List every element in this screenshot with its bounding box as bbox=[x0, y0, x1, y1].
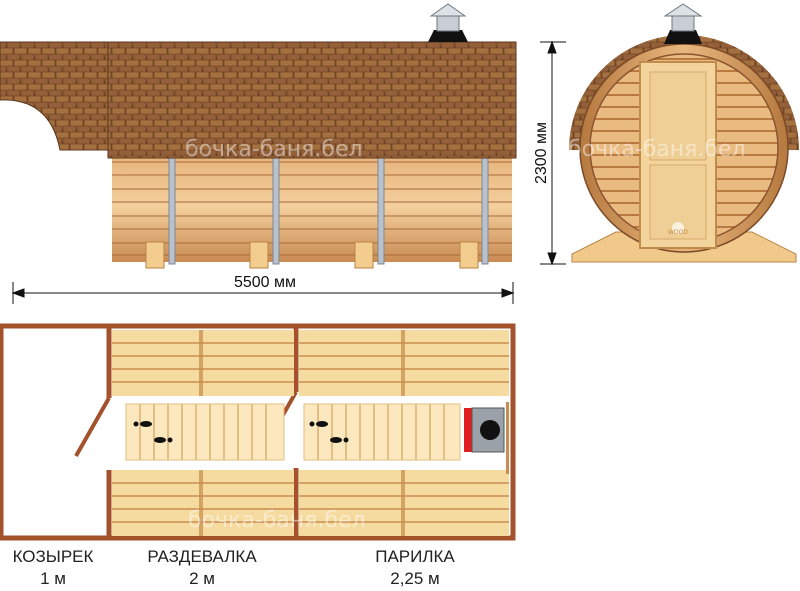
shingle-roof bbox=[0, 41, 517, 159]
canopy-door bbox=[74, 397, 111, 457]
front-view: WOOD бочка-баня.бел bbox=[568, 3, 799, 263]
log-stripes bbox=[112, 161, 512, 256]
room-label-dressing: РАЗДЕВАЛКА 2 м bbox=[120, 546, 284, 590]
footprints-icon bbox=[133, 421, 173, 443]
door-logo bbox=[672, 222, 684, 234]
room-size: 2 м bbox=[189, 569, 215, 588]
length-label: 5500 мм bbox=[234, 274, 296, 291]
watermark-front: бочка-баня.бел bbox=[568, 137, 746, 162]
footprints-icon-2 bbox=[309, 421, 349, 443]
room-size: 2,25 м bbox=[390, 569, 440, 588]
door-logo-text: WOOD bbox=[668, 229, 688, 236]
room-name: КОЗЫРЕК bbox=[12, 547, 94, 566]
front-chimney bbox=[663, 3, 703, 44]
room-label-steam: ПАРИЛКА 2,25 м bbox=[340, 546, 490, 590]
outer-wall bbox=[0, 323, 516, 541]
floor-plan: бочка-баня.бел bbox=[0, 323, 516, 541]
stove-icon bbox=[464, 402, 509, 474]
door-panel-top bbox=[649, 71, 707, 161]
length-dimension bbox=[11, 282, 515, 304]
watermark-side: бочка-баня.бел bbox=[185, 137, 363, 162]
dressing-benches bbox=[112, 330, 294, 536]
watermark-plan: бочка-баня.бел bbox=[188, 508, 366, 533]
height-label: 2300 мм bbox=[533, 122, 550, 184]
barrel-body bbox=[112, 152, 512, 262]
room-name: РАЗДЕВАЛКА bbox=[147, 547, 257, 566]
side-view: бочка-баня.бел bbox=[0, 3, 517, 269]
room-name: ПАРИЛКА bbox=[375, 547, 455, 566]
room-label-canopy: КОЗЫРЕК 1 м bbox=[0, 546, 106, 590]
room-size: 1 м bbox=[40, 569, 66, 588]
steam-benches bbox=[299, 330, 509, 536]
support-legs bbox=[145, 241, 479, 269]
chimney bbox=[428, 3, 468, 42]
height-dimension bbox=[540, 40, 566, 266]
